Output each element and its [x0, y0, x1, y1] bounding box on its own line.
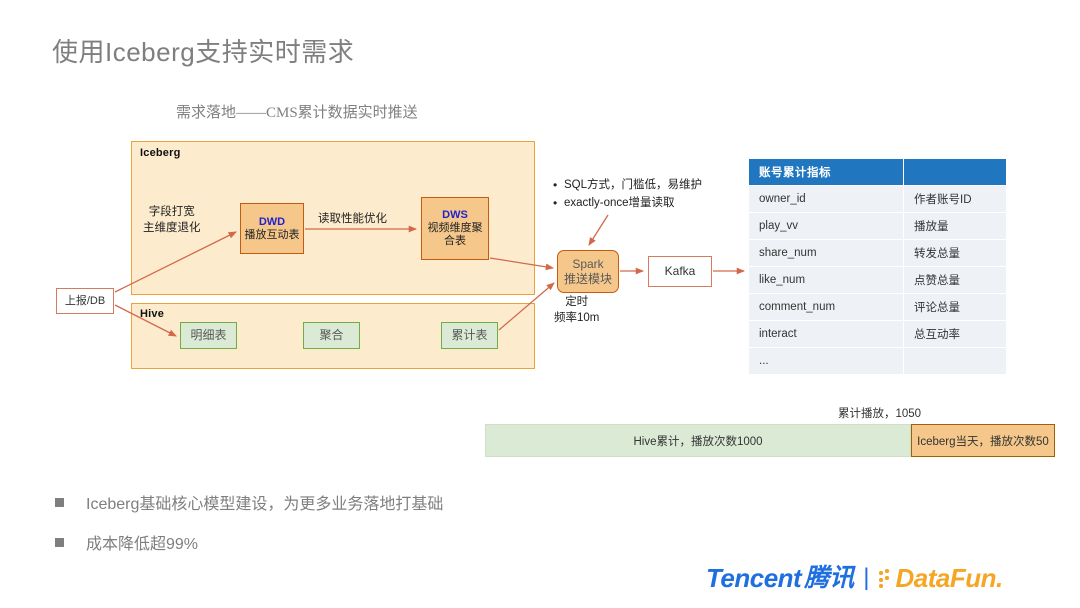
- table-cell-value: 总互动率: [903, 320, 1007, 348]
- label-field-widening-line2: 主维度退化: [143, 221, 201, 234]
- bar-segment-iceberg-label: Iceberg当天，播放次数50: [917, 435, 1049, 448]
- label-read-optimization: 读取性能优化: [318, 213, 387, 225]
- table-header-cell: [903, 158, 1007, 186]
- metric-table: 账号累计指标 owner_id 作者账号ID play_vv 播放量 share…: [748, 158, 1007, 375]
- summary-bullet-text: Iceberg基础核心模型建设，为更多业务落地打基础: [86, 496, 444, 513]
- label-field-widening-line1: 字段打宽: [148, 206, 195, 218]
- datafun-logo: DataFun.: [895, 563, 1003, 593]
- node-spark-push-module[interactable]: Spark 推送模块: [557, 250, 619, 293]
- note-text: SQL方式，门槛低，易维护: [564, 179, 703, 191]
- table-row: owner_id 作者账号ID: [748, 185, 1007, 213]
- node-source-db-label: 上报/DB: [64, 294, 106, 307]
- table-cell-value: 转发总量: [903, 239, 1007, 267]
- tencent-logo-en: Tencent: [706, 563, 802, 593]
- label-field-widening: 字段打宽 主维度退化: [143, 205, 201, 236]
- table-row: ...: [748, 347, 1007, 375]
- list-item: • SQL方式，门槛低，易维护: [553, 177, 783, 195]
- datafun-dots-icon: [878, 568, 894, 588]
- bullet-square-icon: [55, 497, 64, 507]
- node-hive-aggregate-label: 聚合: [319, 328, 344, 343]
- stacked-bar-chart: Hive累计，播放次数1000 Iceberg当天，播放次数50: [485, 424, 1055, 457]
- table-row: like_num 点赞总量: [748, 266, 1007, 294]
- node-hive-cumulative-table[interactable]: 累计表: [441, 322, 498, 349]
- table-cell-key: owner_id: [748, 185, 904, 213]
- table-row: play_vv 播放量: [748, 212, 1007, 240]
- logo-separator: |: [863, 564, 870, 591]
- table-cell-key: like_num: [748, 266, 904, 294]
- table-header-cell: 账号累计指标: [748, 158, 904, 186]
- table-header-row: 账号累计指标: [748, 158, 1007, 186]
- table-cell-key: ...: [748, 347, 904, 375]
- table-row: interact 总互动率: [748, 320, 1007, 348]
- table-cell-value: [903, 347, 1007, 375]
- node-source-db[interactable]: 上报/DB: [56, 288, 114, 314]
- node-dwd-subtitle: 播放互动表: [244, 228, 300, 241]
- summary-bullet-list: Iceberg基础核心模型建设，为更多业务落地打基础 成本降低超99%: [55, 490, 755, 570]
- label-spark-schedule: 定时 频率10m: [554, 295, 599, 326]
- node-dws-subtitle-line1: 视频维度聚: [427, 222, 483, 235]
- page-title: 使用Iceberg支持实时需求: [52, 37, 355, 67]
- table-cell-value: 评论总量: [903, 293, 1007, 321]
- node-dws[interactable]: DWS 视频维度聚 合表: [421, 197, 489, 260]
- label-spark-schedule-line1: 定时: [565, 296, 589, 308]
- table-cell-key: share_num: [748, 239, 904, 267]
- table-cell-value: 点赞总量: [903, 266, 1007, 294]
- table-row: comment_num 评论总量: [748, 293, 1007, 321]
- bullet-dot-icon: •: [553, 195, 558, 210]
- tencent-logo-cn: 腾讯: [804, 563, 855, 592]
- bullet-dot-icon: •: [553, 178, 558, 192]
- iceberg-panel-label: Iceberg: [140, 147, 181, 159]
- node-dwd[interactable]: DWD 播放互动表: [240, 203, 304, 254]
- diagram-subtitle: 需求落地——CMS累计数据实时推送: [176, 105, 418, 121]
- node-dws-title: DWS: [442, 209, 468, 222]
- list-item: 成本降低超99%: [55, 530, 755, 554]
- list-item: • exactly-once增量读取: [553, 195, 783, 213]
- bullet-square-icon: [55, 537, 64, 547]
- table-cell-value: 作者账号ID: [903, 185, 1007, 213]
- bar-total-caption: 累计播放，1050: [838, 408, 922, 420]
- hive-panel-label: Hive: [140, 308, 165, 320]
- table-row: share_num 转发总量: [748, 239, 1007, 267]
- table-cell-key: interact: [748, 320, 904, 348]
- node-hive-aggregate[interactable]: 聚合: [303, 322, 360, 349]
- node-hive-detail-table[interactable]: 明细表: [180, 322, 237, 349]
- bar-segment-hive: Hive累计，播放次数1000: [485, 424, 911, 457]
- table-cell-value: 播放量: [903, 212, 1007, 240]
- bar-segment-iceberg: Iceberg当天，播放次数50: [911, 424, 1055, 457]
- diagram-notes-list: • SQL方式，门槛低，易维护 • exactly-once增量读取: [553, 177, 783, 213]
- table-cell-key: play_vv: [748, 212, 904, 240]
- table-cell-key: comment_num: [748, 293, 904, 321]
- node-dws-subtitle-line2: 合表: [444, 234, 466, 247]
- bar-segment-hive-label: Hive累计，播放次数1000: [633, 435, 763, 448]
- summary-bullet-text: 成本降低超99%: [86, 536, 199, 553]
- list-item: Iceberg基础核心模型建设，为更多业务落地打基础: [55, 490, 755, 514]
- node-dwd-title: DWD: [258, 215, 286, 228]
- node-hive-detail-label: 明细表: [190, 328, 227, 343]
- node-kafka[interactable]: Kafka: [648, 256, 712, 287]
- node-hive-cumulative-label: 累计表: [451, 328, 488, 343]
- node-spark-sublabel: 推送模块: [563, 271, 612, 286]
- footer-logos: Tencent 腾讯 | DataFun.: [706, 565, 1003, 591]
- label-spark-schedule-line2: 频率10m: [554, 311, 600, 324]
- note-text: exactly-once增量读取: [564, 196, 675, 209]
- node-spark-label: Spark: [572, 257, 604, 272]
- node-kafka-label: Kafka: [664, 264, 696, 279]
